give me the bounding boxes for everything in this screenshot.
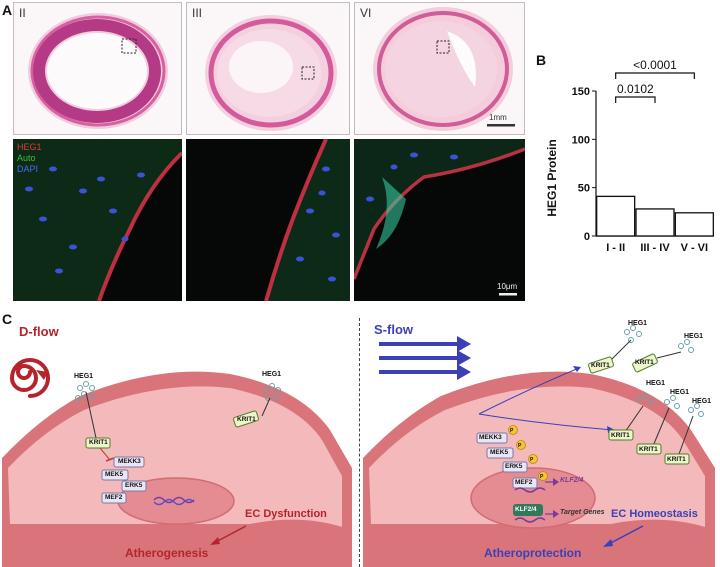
he-image-stage-2: III [186,2,350,135]
chart-y-tick-label: 50 [578,183,590,195]
chart-y-tick-label: 150 [572,86,590,98]
dflow-outcome-label: Atherogenesis [125,546,209,560]
chart-ylabel: HEG1 Protein [545,139,559,216]
sflow-phospho-label-2: P [518,443,522,449]
sflow-label: S-flow [374,322,413,337]
sflow-phospho-label-1: P [510,428,514,434]
dflow-heg1-cluster-right-icon [261,383,281,417]
he-image-stage-1: II [13,2,182,135]
sflow-mef2-label: MEF2 [515,479,533,486]
sflow-krit1-shed-label-2: KRIT1 [635,359,654,366]
dflow-spiral-icon [9,358,50,398]
sflow-heg1-label-4: HEG1 [670,389,690,396]
dflow-heg1-cluster-icon [75,381,97,439]
he-vessel-1 [28,13,168,129]
scalebar-bottom-label: 10μm [497,282,518,291]
sflow-mekk3-label: MEKK3 [479,434,502,441]
he-vessel-2 [205,15,337,131]
chart-significance-bracket [615,96,656,103]
panel-b-letter: B [536,52,547,68]
scalebar-top-label: 1mm [489,113,507,122]
chart-x-tick-label: III - IV [640,242,670,254]
chart-significance-label: 0.0102 [617,82,654,96]
stage-label-3: VI [360,6,372,20]
sflow-heg1-label-5: HEG1 [692,398,712,405]
sflow-klf-gene-label: KLF2/4 [560,477,584,484]
dflow-erk5-label: ERK5 [125,482,143,489]
stage-label-2: III [192,6,203,20]
sflow-heg1-label-2: HEG1 [684,333,704,340]
sflow-klf-protein-label: KLF2/4 [515,506,537,513]
sflow-krit1-label-2: KRIT1 [639,446,658,453]
dflow-krit1-label: KRIT1 [89,439,108,446]
dflow-label: D-flow [19,324,59,339]
dflow-mek5-label: MEK5 [105,471,124,478]
sflow-krit1-shed-label-1: KRIT1 [591,362,610,369]
sflow-mek5-label: MEK5 [490,449,509,456]
chart-x-tick-label: I - II [606,242,625,254]
chart-significance-bracket [615,72,695,79]
panel-c-letter: C [2,311,13,327]
sflow-phospho-label-4: P [540,474,544,480]
if-channel-legend: HEG1 Auto DAPI [17,142,42,175]
sflow-phospho-label-3: P [530,457,534,463]
dflow-krit1-right-label: KRIT1 [237,416,256,423]
if-tissue-3 [354,139,525,296]
dflow-mef2-label: MEF2 [105,494,123,501]
chart-y-tick-label: 100 [572,134,590,146]
dflow-mekk3-label: MEKK3 [118,458,141,465]
sflow-shed-heg1-icon [608,325,694,363]
sflow-krit1-label-3: KRIT1 [667,456,686,463]
legend-heg1: HEG1 [17,142,42,152]
if-image-stage-1: HEG1 Auto DAPI [13,139,182,301]
dflow-state-label: EC Dysfunction [245,508,327,520]
heg1-bar-chart: HEG1 Protein 0 50 100 150 I - II III - IV V - … [545,60,714,254]
chart-y-tick-label: 0 [584,231,590,243]
chart-bar [635,208,675,237]
sflow-heg1-label-3: HEG1 [646,380,666,387]
sflow-krit1-label-1: KRIT1 [611,432,630,439]
sflow-membrane-heg1-icon [624,393,704,455]
sflow-target-genes-label: Target Genes [560,509,605,516]
dflow-heg1-label: HEG1 [74,373,94,380]
chart-significance-label: <0.0001 [633,60,677,72]
panel-c-divider [359,318,360,567]
sflow-cell-diagram [363,325,715,567]
sflow-outcome-label: Atheroprotection [484,546,582,560]
chart-bar [596,195,636,237]
if-tissue-2 [264,139,350,301]
sflow-state-label: EC Homeostasis [611,508,698,520]
legend-auto: Auto [17,153,36,163]
sflow-nucleus [470,467,596,529]
chart-x-tick-label: V - VI [681,242,709,254]
sflow-erk5-label: ERK5 [505,463,523,470]
sflow-arrows-icon [379,336,471,380]
he-image-stage-3: VI 1mm [354,2,525,135]
dflow-cell-diagram [2,358,352,567]
he-vessel-3 [373,7,515,131]
sflow-heg1-label-1: HEG1 [628,320,648,327]
dflow-heg1-right-label: HEG1 [262,371,282,378]
if-image-stage-3: 10μm [354,139,525,301]
chart-bar [674,212,714,237]
if-tissue-1 [13,139,182,301]
dflow-krit1-box [85,437,111,449]
if-image-stage-2 [186,139,350,301]
legend-dapi: DAPI [17,164,39,174]
stage-label-1: II [19,6,26,20]
panel-a-letter: A [2,2,13,18]
